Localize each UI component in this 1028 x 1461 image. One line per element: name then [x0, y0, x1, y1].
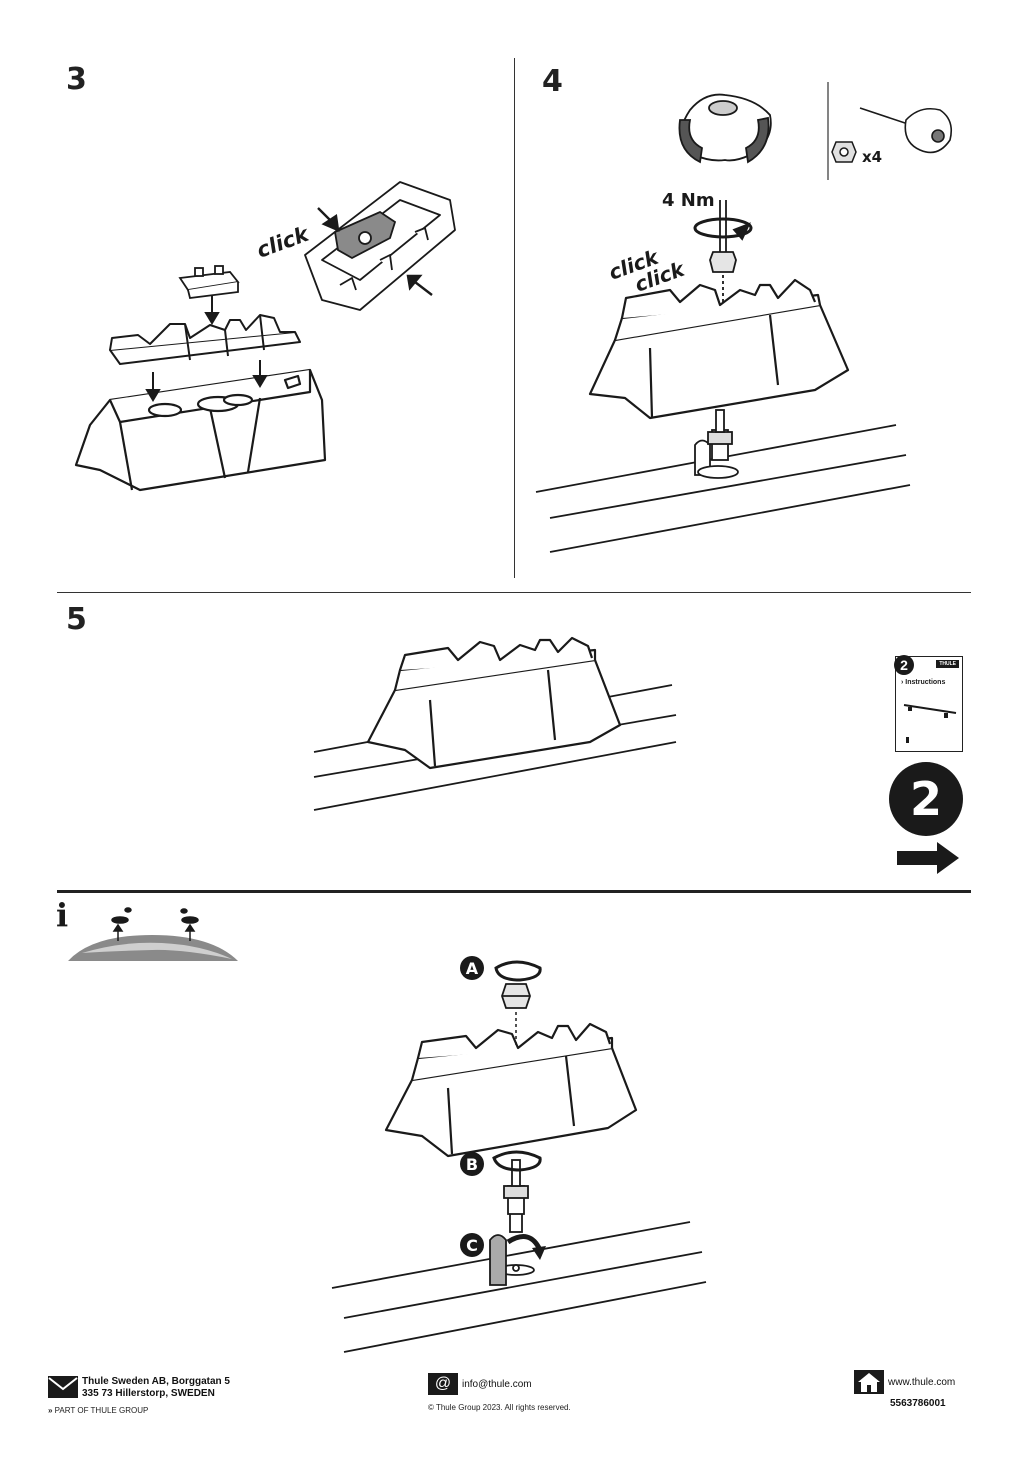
label-b: B [466, 1155, 478, 1174]
booklet-bars-icon [903, 704, 957, 718]
step-5-number: 5 [66, 602, 87, 637]
detail-arrows [317, 207, 433, 296]
insert-arrows [145, 295, 268, 402]
foot-base [74, 368, 327, 492]
pad-insert [109, 314, 301, 365]
step-3-number: 3 [66, 62, 87, 97]
part-number: 5563786001 [890, 1398, 946, 1409]
next-arrow-icon [897, 842, 959, 874]
clip-piece [178, 265, 240, 299]
booklet-icon: 2 THULE › Instructions [894, 655, 963, 752]
nut-icon [831, 141, 857, 163]
quantity-label: x4 [862, 148, 882, 166]
copyright: © Thule Group 2023. All rights reserved. [428, 1403, 571, 1412]
label-c: C [466, 1236, 478, 1255]
home-icon [854, 1370, 884, 1394]
torque-value: 4 Nm [662, 190, 715, 211]
foot-step4 [588, 278, 850, 420]
booklet-number-badge: 2 [894, 655, 914, 675]
zoom-detail [304, 181, 456, 311]
rotate-arrow-a [494, 960, 542, 982]
rail-slot-info [489, 1234, 535, 1286]
website-link[interactable]: www.thule.com [888, 1377, 956, 1388]
divider-horizontal-bottom [57, 890, 971, 893]
booklet-mark [906, 737, 909, 743]
info-icon: i [56, 896, 69, 934]
address-line-1: Thule Sweden AB, Borggatan 5 [82, 1376, 230, 1387]
foot-step5 [366, 636, 622, 770]
address-line-2: 335 73 Hillerstorp, SWEDEN [82, 1388, 215, 1399]
email-icon: @ [428, 1373, 458, 1395]
torque-arrow [693, 217, 753, 241]
label-a-badge: A [460, 956, 484, 980]
mail-icon [48, 1376, 78, 1398]
label-b-badge: B [460, 1152, 484, 1176]
next-instruction-badge: 2 [889, 762, 963, 836]
torque-tool [678, 93, 772, 305]
rotate-arrow-b [492, 1150, 542, 1172]
step-3-illustration: click [74, 181, 456, 492]
roof-rails-info [331, 1221, 707, 1353]
booklet-title: › Instructions [901, 679, 945, 686]
group-text: PART OF THULE GROUP [54, 1406, 149, 1415]
rotate-arrow-c [506, 1234, 543, 1252]
info-illustration: A B C [331, 956, 707, 1353]
divider-horizontal-top [57, 592, 971, 593]
info-roof-illustration [68, 907, 238, 961]
label-a: A [466, 959, 479, 978]
group-line: » PART OF THULE GROUP [48, 1406, 148, 1415]
step-5-illustration [313, 636, 677, 811]
label-c-badge: C [460, 1233, 484, 1257]
booklet-chevron: › [901, 679, 906, 686]
email-link[interactable]: info@thule.com [462, 1379, 532, 1390]
bolt-b [503, 1159, 529, 1233]
nut-a [501, 983, 531, 1009]
group-chevron-icon: » [48, 1406, 55, 1415]
booklet-title-text: Instructions [905, 679, 946, 686]
step-4-number: 4 [542, 64, 563, 99]
step-4-illustration: 4 Nm click click x4 [535, 82, 953, 553]
key-tool-icon [859, 107, 953, 154]
clip-highlight [333, 210, 397, 260]
divider-vertical [514, 58, 515, 578]
foot-info [384, 1022, 638, 1158]
rail-bolt [694, 409, 739, 479]
booklet-brand: THULE [936, 660, 959, 668]
